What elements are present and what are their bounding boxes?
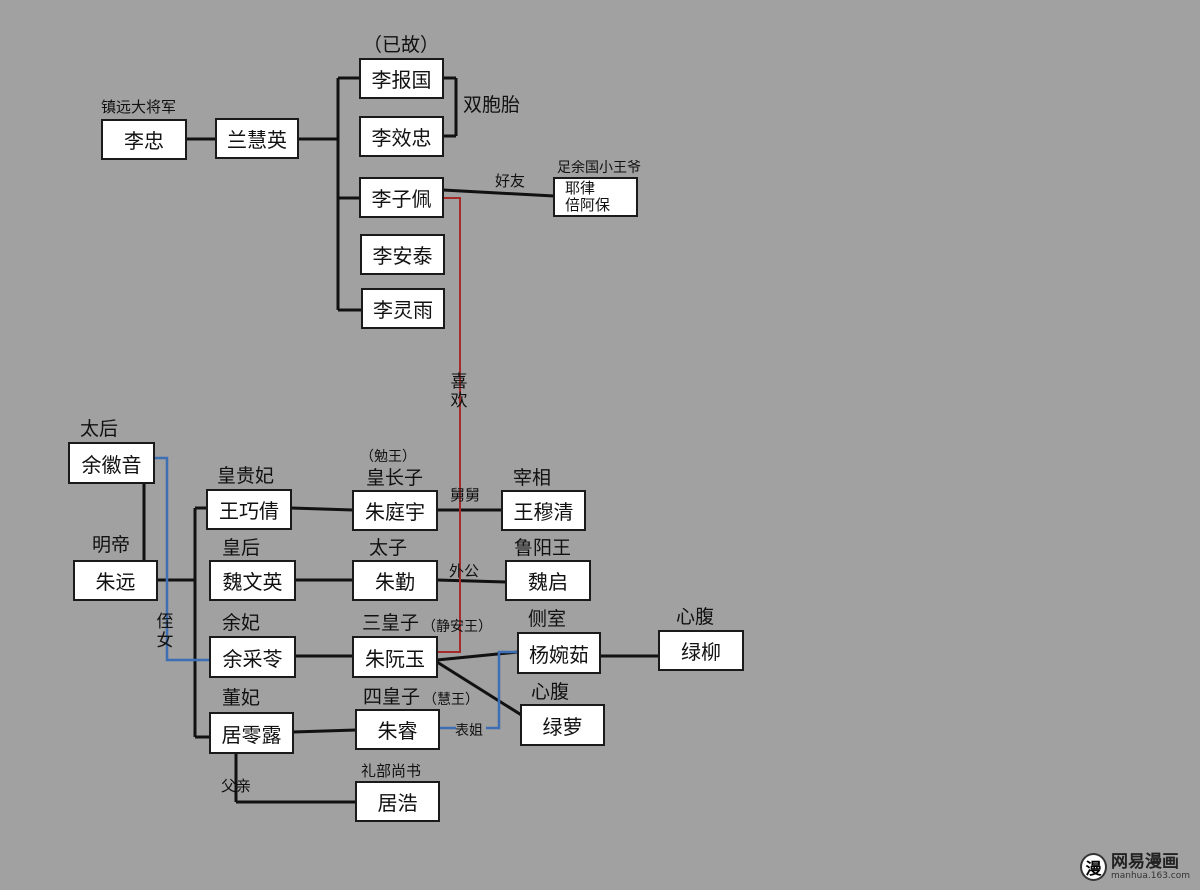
title-hui-wang: （慧王） xyxy=(423,692,479,708)
relation-cousin-sister: 表姐 xyxy=(455,723,483,739)
title-empress-dowager: 太后 xyxy=(80,418,119,440)
title-empress: 皇后 xyxy=(222,537,261,559)
person-zhu-qin: 朱勤 xyxy=(352,560,438,601)
title-chancellor: 宰相 xyxy=(513,467,552,489)
title-eldest-prince: 皇长子 xyxy=(366,467,424,489)
title-consort-yu: 余妃 xyxy=(222,612,261,634)
person-yu-huiyin: 余徽音 xyxy=(68,442,155,484)
relation-father: 父亲 xyxy=(221,777,252,795)
title-zuyu-prince: 足余国小王爷 xyxy=(557,160,641,176)
title-side-consort: 侧室 xyxy=(528,608,567,630)
person-li-antai: 李安泰 xyxy=(360,234,445,275)
watermark: 漫 网易漫画 manhua.163.com xyxy=(1080,850,1190,884)
person-yu-cailing: 余采苓 xyxy=(209,636,296,678)
person-yelv-beiabao: 耶律 倍阿保 xyxy=(553,177,638,217)
title-third-prince: 三皇子 xyxy=(362,612,420,634)
person-li-lingyu: 李灵雨 xyxy=(361,288,445,329)
line-friend xyxy=(442,188,555,198)
title-ming-emperor: 明帝 xyxy=(92,534,131,556)
person-zhu-tingyu: 朱庭宇 xyxy=(352,490,438,531)
person-wei-qi: 魏启 xyxy=(505,560,591,601)
person-wang-qiaoqian: 王巧倩 xyxy=(206,489,292,530)
person-zhu-yuan: 朱远 xyxy=(73,560,158,601)
title-consort-dong: 董妃 xyxy=(222,687,261,709)
person-lv-liu: 绿柳 xyxy=(658,630,744,671)
person-li-zhong: 李忠 xyxy=(101,119,187,160)
person-wang-muqing: 王穆清 xyxy=(501,490,586,531)
relation-maternal-uncle: 舅舅 xyxy=(450,486,481,504)
title-jingan-wang: （静安王） xyxy=(422,619,492,635)
watermark-name: 网易漫画 xyxy=(1110,852,1179,872)
title-crown-prince: 太子 xyxy=(369,537,408,559)
person-lv-luo: 绿萝 xyxy=(520,704,605,746)
title-confidant-luo: 心腹 xyxy=(531,681,570,703)
yelv-line-2: 倍阿保 xyxy=(565,196,611,214)
title-luyang-wang: 鲁阳王 xyxy=(514,537,572,559)
relation-niece: 侄女 xyxy=(156,612,174,651)
person-li-baoguo: 李报国 xyxy=(359,58,444,99)
person-li-xiaozhong: 李效忠 xyxy=(359,116,444,157)
title-confidant-liu: 心腹 xyxy=(676,606,715,628)
person-ju-linglu: 居零露 xyxy=(209,712,294,754)
person-lan-huiying: 兰慧英 xyxy=(215,118,299,159)
yelv-line-1: 耶律 xyxy=(565,179,596,197)
title-deceased: （已故） xyxy=(363,34,440,56)
relation-twins: 双胞胎 xyxy=(463,94,521,116)
manhua-logo-icon: 漫 xyxy=(1080,853,1107,881)
person-li-zipei: 李子佩 xyxy=(359,177,444,218)
relation-likes: 喜欢 xyxy=(450,372,468,411)
title-noble-consort: 皇贵妃 xyxy=(217,465,275,487)
person-ju-hao: 居浩 xyxy=(355,781,440,822)
relation-maternal-grandfather: 外公 xyxy=(449,562,480,580)
person-zhu-ruanyu: 朱阮玉 xyxy=(352,636,438,678)
person-wei-wenying: 魏文英 xyxy=(209,560,296,601)
person-zhu-rui: 朱睿 xyxy=(355,709,440,750)
line-niece xyxy=(154,456,210,662)
title-fourth-prince: 四皇子 xyxy=(363,686,421,708)
title-zhenyuan-general: 镇远大将军 xyxy=(101,98,177,116)
relation-friend: 好友 xyxy=(495,172,526,190)
watermark-url: manhua.163.com xyxy=(1110,871,1190,881)
line-likes xyxy=(437,197,461,653)
title-mian-wang: （勉王） xyxy=(360,449,416,465)
person-yang-wanru: 杨婉茹 xyxy=(517,632,601,674)
title-rites-minister: 礼部尚书 xyxy=(361,762,422,780)
